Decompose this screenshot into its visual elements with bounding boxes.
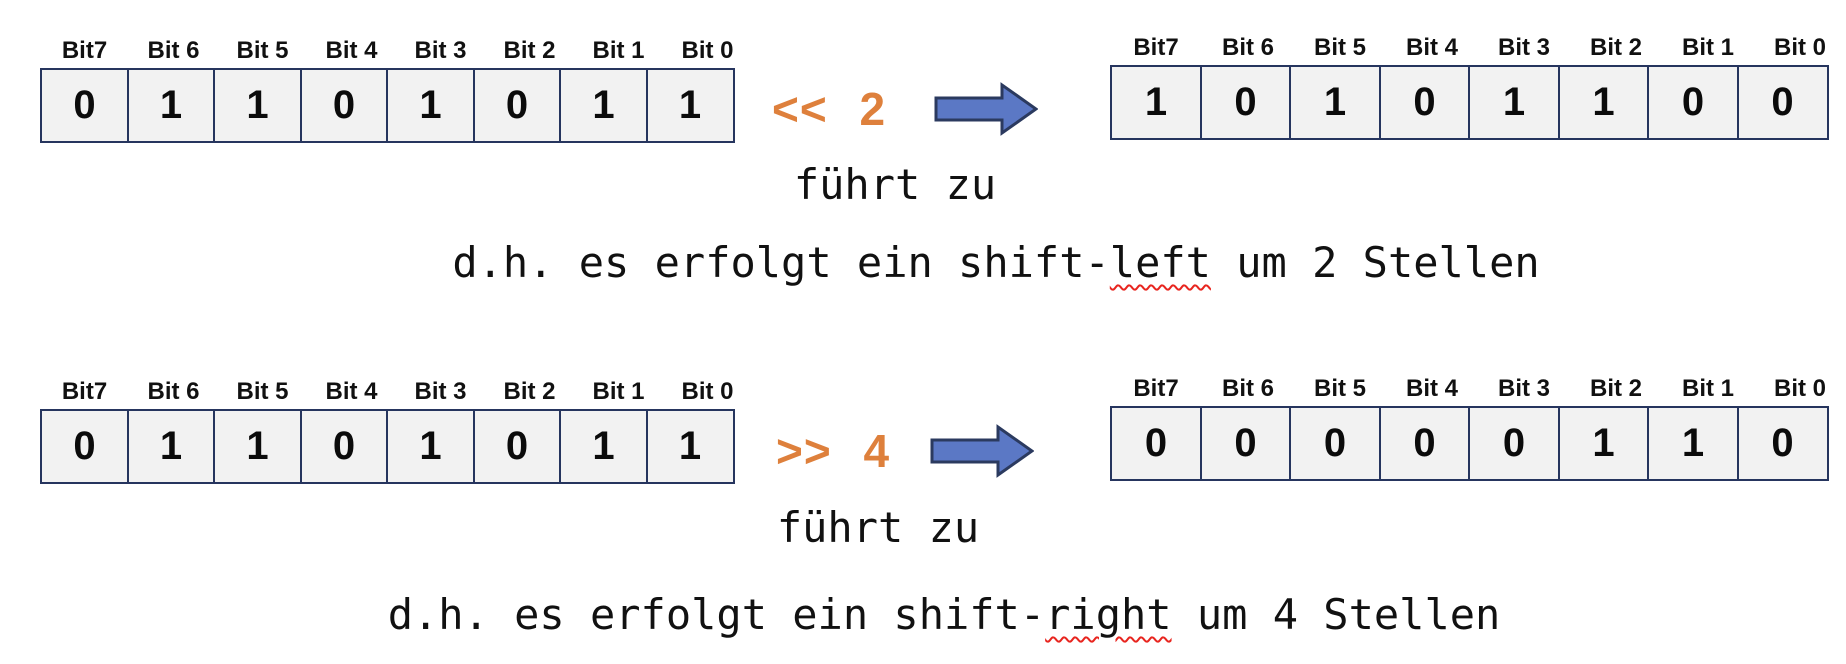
bit-cell: 0 <box>472 68 562 143</box>
explanation-prefix: d.h. es erfolgt ein shift- <box>452 238 1110 287</box>
bit-cell: 1 <box>386 409 475 484</box>
bit-cell: 1 <box>1110 65 1202 140</box>
bit-label: Bit 6 <box>1221 375 1274 402</box>
bit-labels-row: Bit7 Bit 6 Bit 5 Bit 4 Bit 3 Bit 2 Bit 1… <box>40 38 752 64</box>
bit-label: Bit7 <box>1133 34 1179 61</box>
register-input-shift-right: Bit7 Bit 6 Bit 5 Bit 4 Bit 3 Bit 2 Bit 1… <box>40 379 752 484</box>
bit-label: Bit 6 <box>1221 34 1274 61</box>
bit-cell: 1 <box>645 68 735 143</box>
bit-cell: 0 <box>1199 406 1292 481</box>
bit-cell: 0 <box>1378 406 1471 481</box>
bit-cell: 0 <box>299 409 389 484</box>
bit-label: Bit 6 <box>147 37 200 64</box>
bit-cell: 0 <box>1468 406 1560 481</box>
register-output-shift-left: Bit7 Bit 6 Bit 5 Bit 4 Bit 3 Bit 2 Bit 1… <box>1110 35 1846 140</box>
shift-right-explanation: d.h. es erfolgt ein shift-right um 4 Ste… <box>388 592 1501 638</box>
bit-label: Bit 5 <box>236 378 289 405</box>
bit-label: Bit 2 <box>503 378 556 405</box>
bit-cell: 0 <box>1378 65 1471 140</box>
bit-cell: 0 <box>1647 65 1739 140</box>
bit-label: Bit7 <box>61 37 108 64</box>
bit-label: Bit 3 <box>414 378 467 405</box>
bit-label: Bit 2 <box>1589 375 1642 402</box>
shift-left-operator-label: << 2 <box>772 83 887 135</box>
bit-label: Bit7 <box>61 378 108 405</box>
bit-label: Bit 4 <box>325 37 378 64</box>
arrow-right-icon <box>934 81 1039 142</box>
bit-label: Bit 0 <box>681 378 734 405</box>
bit-label: Bit 5 <box>1313 375 1366 402</box>
bit-cell: 1 <box>645 409 735 484</box>
fuehrt-zu-caption: führt zu <box>793 160 997 209</box>
bit-label: Bit 6 <box>147 378 200 405</box>
bit-label: Bit 1 <box>592 37 645 64</box>
bit-label: Bit 1 <box>1681 375 1734 402</box>
bit-label: Bit 0 <box>681 37 734 64</box>
bit-cell: 1 <box>1468 65 1560 140</box>
bit-label: Bit 4 <box>1405 34 1458 61</box>
bit-cell: 1 <box>1647 406 1739 481</box>
bit-cell: 1 <box>1289 65 1381 140</box>
shift-right-operator-label: >> 4 <box>776 425 891 477</box>
bit-cell: 1 <box>213 68 302 143</box>
bit-cells-row: 0 1 1 0 1 0 1 1 <box>40 68 752 143</box>
explanation-suffix: um 2 Stellen <box>1210 238 1540 287</box>
bit-cell: 1 <box>1557 65 1650 140</box>
bit-label: Bit 3 <box>1497 375 1550 402</box>
bit-labels-row: Bit7 Bit 6 Bit 5 Bit 4 Bit 3 Bit 2 Bit 1… <box>40 379 752 405</box>
bit-cells-row: 0 1 1 0 1 0 1 1 <box>40 409 752 484</box>
bit-label: Bit 2 <box>1589 34 1642 61</box>
bit-labels-row: Bit7 Bit 6 Bit 5 Bit 4 Bit 3 Bit 2 Bit 1… <box>1110 376 1846 402</box>
fuehrt-zu-caption: führt zu <box>776 503 980 552</box>
bit-cell: 0 <box>299 68 389 143</box>
bit-labels-row: Bit7 Bit 6 Bit 5 Bit 4 Bit 3 Bit 2 Bit 1… <box>1110 35 1846 61</box>
bit-label: Bit 5 <box>236 37 289 64</box>
register-input-shift-left: Bit7 Bit 6 Bit 5 Bit 4 Bit 3 Bit 2 Bit 1… <box>40 38 752 143</box>
bit-cell: 0 <box>1289 406 1381 481</box>
bit-cell: 0 <box>1110 406 1202 481</box>
shift-left-explanation: d.h. es erfolgt ein shift-left um 2 Stel… <box>452 240 1539 286</box>
bit-cells-row: 1 0 1 0 1 1 0 0 <box>1110 65 1846 140</box>
bit-cell: 1 <box>559 68 648 143</box>
bit-cell: 1 <box>1557 406 1650 481</box>
bit-cells-row: 0 0 0 0 0 1 1 0 <box>1110 406 1846 481</box>
register-output-shift-right: Bit7 Bit 6 Bit 5 Bit 4 Bit 3 Bit 2 Bit 1… <box>1110 376 1846 481</box>
bit-cell: 1 <box>559 409 648 484</box>
bit-cell: 0 <box>1736 406 1829 481</box>
bit-cell: 0 <box>1199 65 1292 140</box>
bit-cell: 0 <box>472 409 562 484</box>
arrow-right-icon <box>930 423 1035 484</box>
bit-label: Bit 3 <box>414 37 467 64</box>
bit-label: Bit 1 <box>1681 34 1734 61</box>
bit-cell: 0 <box>40 409 129 484</box>
bit-cell: 0 <box>1736 65 1829 140</box>
bit-cell: 1 <box>386 68 475 143</box>
bit-label: Bit 4 <box>325 378 378 405</box>
bit-label: Bit 5 <box>1313 34 1366 61</box>
bit-label: Bit 2 <box>503 37 556 64</box>
bit-label: Bit 4 <box>1405 375 1458 402</box>
bit-label: Bit 3 <box>1497 34 1550 61</box>
bit-cell: 1 <box>126 68 216 143</box>
bit-cell: 0 <box>40 68 129 143</box>
explanation-suffix: um 4 Stellen <box>1171 590 1501 639</box>
bit-label: Bit 1 <box>592 378 645 405</box>
spellcheck-word: left <box>1109 238 1211 287</box>
spellcheck-word: right <box>1045 590 1172 639</box>
bit-label: Bit7 <box>1133 375 1179 402</box>
bit-label: Bit 0 <box>1773 34 1826 61</box>
bit-cell: 1 <box>126 409 216 484</box>
bit-label: Bit 0 <box>1773 375 1826 402</box>
bit-cell: 1 <box>213 409 302 484</box>
explanation-prefix: d.h. es erfolgt ein shift- <box>387 590 1046 639</box>
